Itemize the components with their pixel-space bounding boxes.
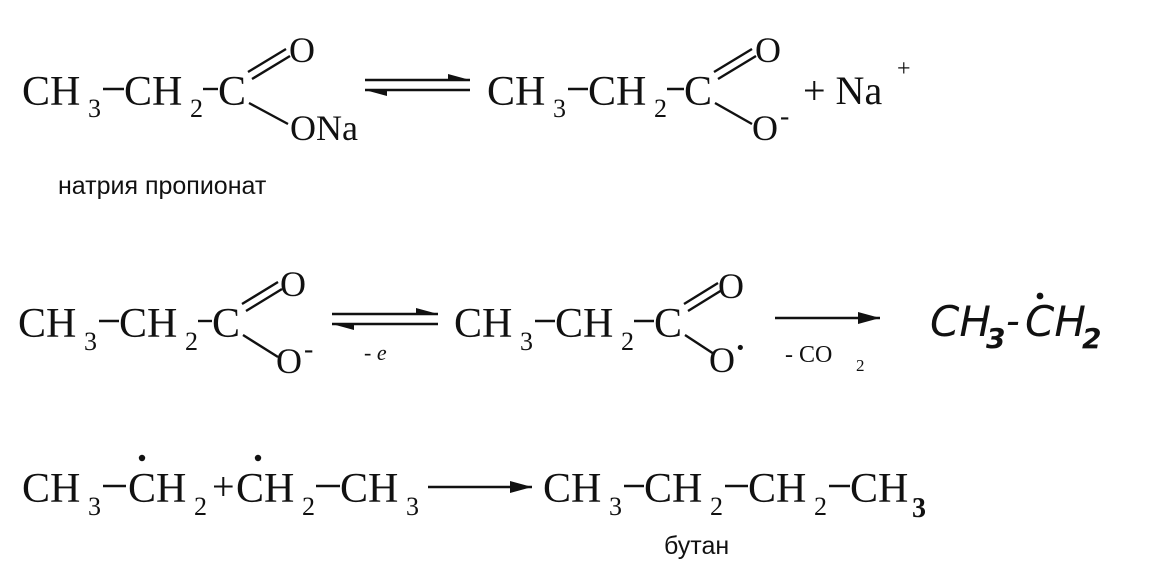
row2-reactant-propionate-anion: CH 3 CH 2 C O O - [18,264,313,381]
row2-reactant-single-bond [242,333,279,359]
row2-radical-right-sub: 2 [1082,322,1101,355]
row3-radical2-c1-sub: 2 [302,492,315,521]
row2-radical-left: CH [930,297,991,346]
row2-product-o-top: O [718,266,744,306]
row2-decarboxylation-arrow: - CO 2 [775,312,880,375]
row3-reaction-arrow [428,481,532,493]
row2-forward-arrowhead [416,308,438,314]
row2-radical-right: CH [1025,297,1086,346]
row2-reactant-c3: C [212,301,240,347]
row1-sodium-ion-charge: + [897,56,911,82]
row2-arrow-label: - CO [785,342,832,368]
row1-reactant-c2: CH [124,69,182,115]
row2-electron-loss-label: - e [364,340,387,365]
row3-product-name: бутан [664,532,729,560]
row3-product-c4-sub: 3 [912,493,926,524]
row2-product-radical-dot: · [735,329,746,365]
row3-radical1-c1-sub: 3 [88,492,101,521]
row3-radical1-c2: CH [128,466,186,512]
row3-radical1-c2-sub: 2 [194,492,207,521]
row1-reactant-name: натрия пропионат [58,172,267,200]
row1-reactant-c3: C [218,69,246,115]
row1-reactant-single-bond [248,101,289,126]
row3-radical-2: CH 2 CH 3 [236,454,419,521]
row2-reactant-c1-sub: 3 [84,327,97,356]
row2-product-o-bottom: O [709,340,735,380]
row2-ethyl-radical-handwritten: CH 3 - CH 2 [930,292,1101,355]
row1-forward-arrowhead [448,74,470,80]
row1-product-double-bond-b [717,54,757,81]
row1-product-double-bond-a [713,47,753,74]
row1-product-c3: C [684,69,712,115]
row3-radical2-c2-sub: 3 [406,492,419,521]
row1-product-o-bottom: O [752,108,778,148]
row3-product-butane: CH 3 CH 2 CH 2 CH 3 [543,466,926,524]
row1-reactant-sodium-propionate: CH 3 CH 2 C O ONa [22,30,358,148]
row3-radical2-c2: CH [340,466,398,512]
row2-reactant-o-top: O [280,264,306,304]
row3-arrowhead [510,481,532,493]
row1-reactant-c1-sub: 3 [88,94,101,123]
row2-radical-dash: - [1006,299,1020,343]
row2-reactant-c1: CH [18,301,76,347]
row1-reactant-o-top: O [289,30,315,70]
row1-reactant-o-bottom: ONa [290,108,358,148]
row3-product-c3: CH [748,466,806,512]
row1-reactant-c2-sub: 2 [190,94,203,123]
row3-radical1-dot [138,454,146,462]
row2-reactant-double-bond-b [245,287,283,313]
row2-product-c1-sub: 3 [520,327,533,356]
row1-product-c2-sub: 2 [654,94,667,123]
row2-product-carboxyl-radical: CH 3 CH 2 C O O · [454,266,746,380]
row2-product-double-bond-b [687,288,723,313]
row3-radical2-c1: CH [236,466,294,512]
row1-reactant-c1: CH [22,69,80,115]
row1-reactant-double-bond-a [247,47,287,74]
row2-arrow-label-sub: 2 [856,356,865,375]
row2-product-c2-sub: 2 [621,327,634,356]
row1-product-c1-sub: 3 [553,94,566,123]
row2-reverse-arrowhead [332,324,354,330]
row3-product-c2: CH [644,466,702,512]
row3-plus-sign: + [212,464,235,509]
row1-product-c1: CH [487,69,545,115]
row2-equilibrium-arrows: - e [332,308,438,365]
row2-product-c2: CH [555,301,613,347]
row1-reactant-double-bond-b [251,54,291,81]
row2-product-c3: C [654,301,682,347]
row3-radical1-c1: CH [22,466,80,512]
row2-reactant-o-bottom: O [276,341,302,381]
row1-product-o-top: O [755,30,781,70]
row3-product-c4: CH [850,466,908,512]
row2-arrowhead [858,312,880,324]
row1-sodium-ion: + Na [803,68,882,113]
row1-product-propionate-anion: CH 3 CH 2 C O O - [487,30,789,148]
row2-product-c1: CH [454,301,512,347]
row3-product-c3-sub: 2 [814,492,827,521]
row1-product-single-bond [714,101,753,126]
row2-reactant-o-charge: - [304,334,313,365]
row3-product-c1: CH [543,466,601,512]
row1-reverse-arrowhead [365,90,387,96]
row3-radical2-dot [254,454,262,462]
row1-product-c2: CH [588,69,646,115]
row2-reactant-c2: CH [119,301,177,347]
row3-radical-1: CH 3 CH 2 [22,454,207,521]
row2-product-double-bond-a [683,281,719,306]
row1-product-o-charge: - [780,101,789,132]
row2-radical-left-sub: 3 [986,322,1005,355]
row3-product-c1-sub: 3 [609,492,622,521]
row2-reactant-c2-sub: 2 [185,327,198,356]
row1-equilibrium-arrows [365,74,470,96]
row3-product-c2-sub: 2 [710,492,723,521]
row2-reactant-double-bond-a [241,280,279,306]
row2-product-single-bond [684,333,715,356]
row2-radical-dot [1036,292,1044,300]
